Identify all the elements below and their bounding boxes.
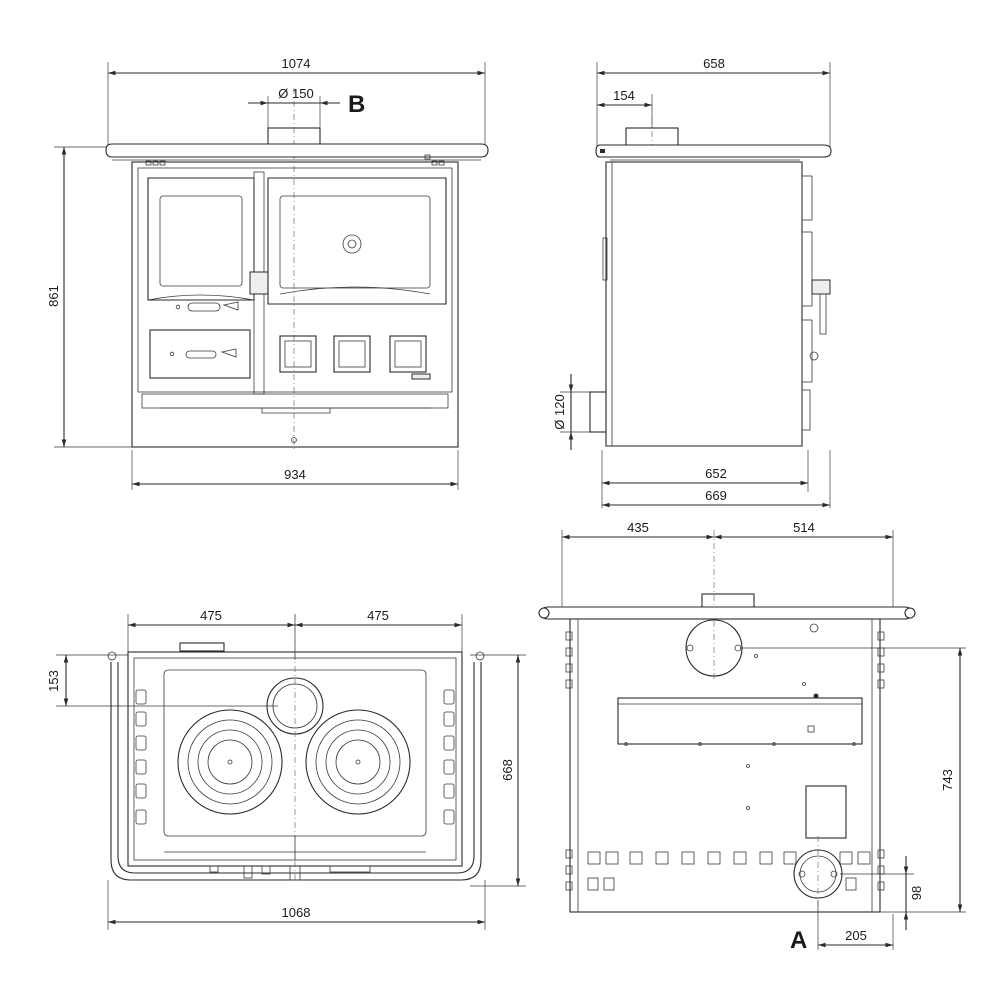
rear-flue-height-label: 743 bbox=[940, 769, 955, 791]
top-half-left-label: 475 bbox=[200, 608, 222, 623]
top-depth-label: 668 bbox=[500, 759, 515, 781]
top-width-label: 1068 bbox=[282, 905, 311, 920]
side-depth-total-label: 669 bbox=[705, 488, 727, 503]
side-depth-top-label: 658 bbox=[703, 56, 725, 71]
top-flue-offset-label: 153 bbox=[46, 670, 61, 692]
rear-right-offset-label: 514 bbox=[793, 520, 815, 535]
side-flue-offset-label: 154 bbox=[613, 88, 635, 103]
front-width-top-label: 1074 bbox=[282, 56, 311, 71]
front-height-label: 861 bbox=[46, 285, 61, 307]
front-view: 1074 Ø 150 B 861 934 bbox=[46, 56, 489, 490]
rear-outlet-height-label: 98 bbox=[909, 886, 924, 900]
rear-left-offset-label: 435 bbox=[627, 520, 649, 535]
front-flue-diameter-label: Ø 150 bbox=[278, 86, 313, 101]
front-width-body-label: 934 bbox=[284, 467, 306, 482]
rear-view: 435 514 743 98 A 205 bbox=[538, 520, 966, 954]
top-half-right-label: 475 bbox=[367, 608, 389, 623]
side-depth-body-label: 652 bbox=[705, 466, 727, 481]
side-air-inlet-diameter-label: Ø 120 bbox=[552, 394, 567, 429]
view-b-label: B bbox=[348, 91, 365, 118]
view-a-label: A bbox=[790, 927, 807, 954]
top-view: 475 475 153 668 1068 bbox=[46, 608, 526, 930]
side-view: 658 154 Ø 120 652 669 bbox=[552, 56, 832, 508]
rear-outlet-offset-label: 205 bbox=[845, 928, 867, 943]
